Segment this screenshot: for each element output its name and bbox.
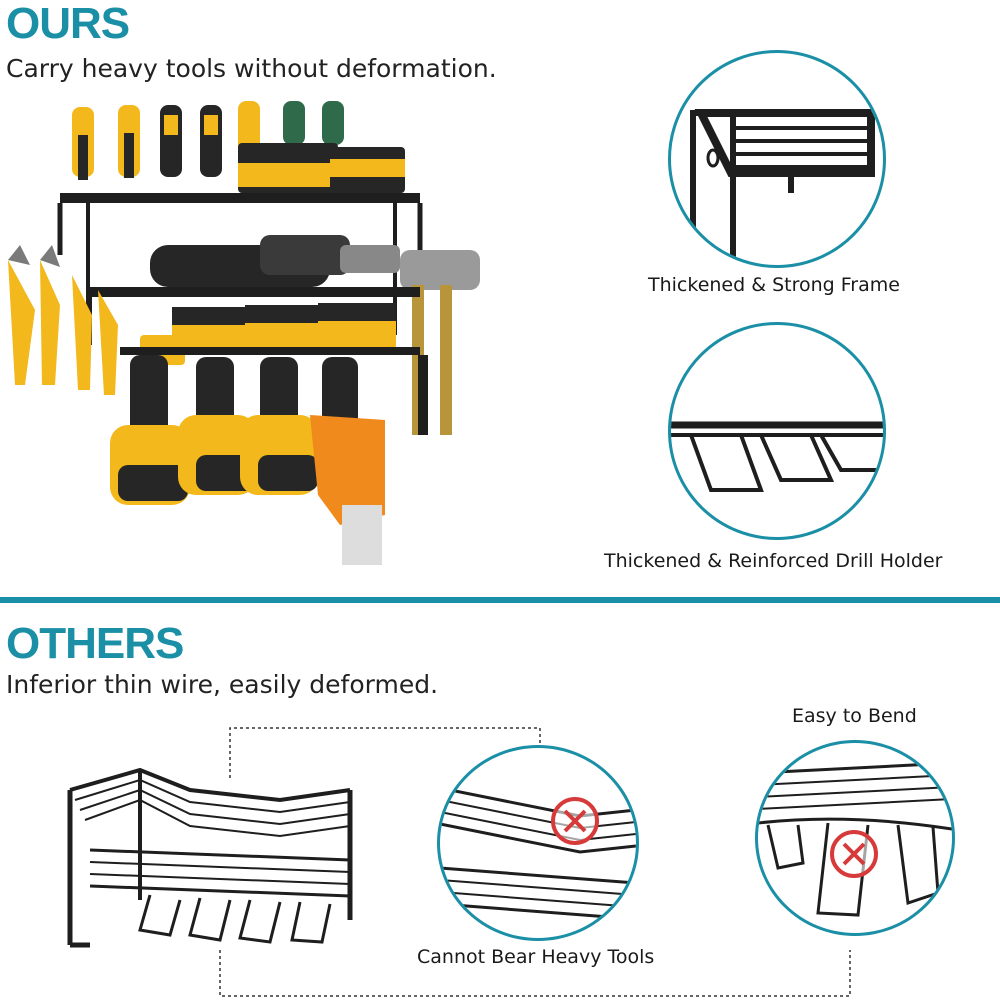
- others-product-image: [60, 760, 370, 960]
- hanging-drills: [110, 355, 385, 565]
- callout-frame-label: Thickened & Strong Frame: [648, 274, 900, 296]
- frame-closeup: [668, 50, 886, 268]
- bent-shelf-closeup: [437, 745, 639, 941]
- ours-product-image: [0, 95, 500, 575]
- others-subtitle: Inferior thin wire, easily deformed.: [6, 670, 439, 699]
- others-heading: OTHERS: [6, 619, 184, 668]
- pliers-group: [8, 245, 118, 395]
- bent-holder-closeup: [755, 740, 955, 936]
- drill-holder-closeup: [668, 322, 886, 540]
- ours-heading: OURS: [6, 0, 130, 48]
- callout-cannot-bear-label: Cannot Bear Heavy Tools: [417, 946, 655, 968]
- x-mark-icon: [828, 828, 880, 880]
- section-divider: [0, 597, 1000, 603]
- ours-subtitle: Carry heavy tools without deformation.: [6, 54, 497, 83]
- callout-drill-holder-label: Thickened & Reinforced Drill Holder: [604, 550, 943, 572]
- callout-easy-bend-label: Easy to Bend: [792, 705, 917, 727]
- x-mark-icon: [549, 795, 601, 847]
